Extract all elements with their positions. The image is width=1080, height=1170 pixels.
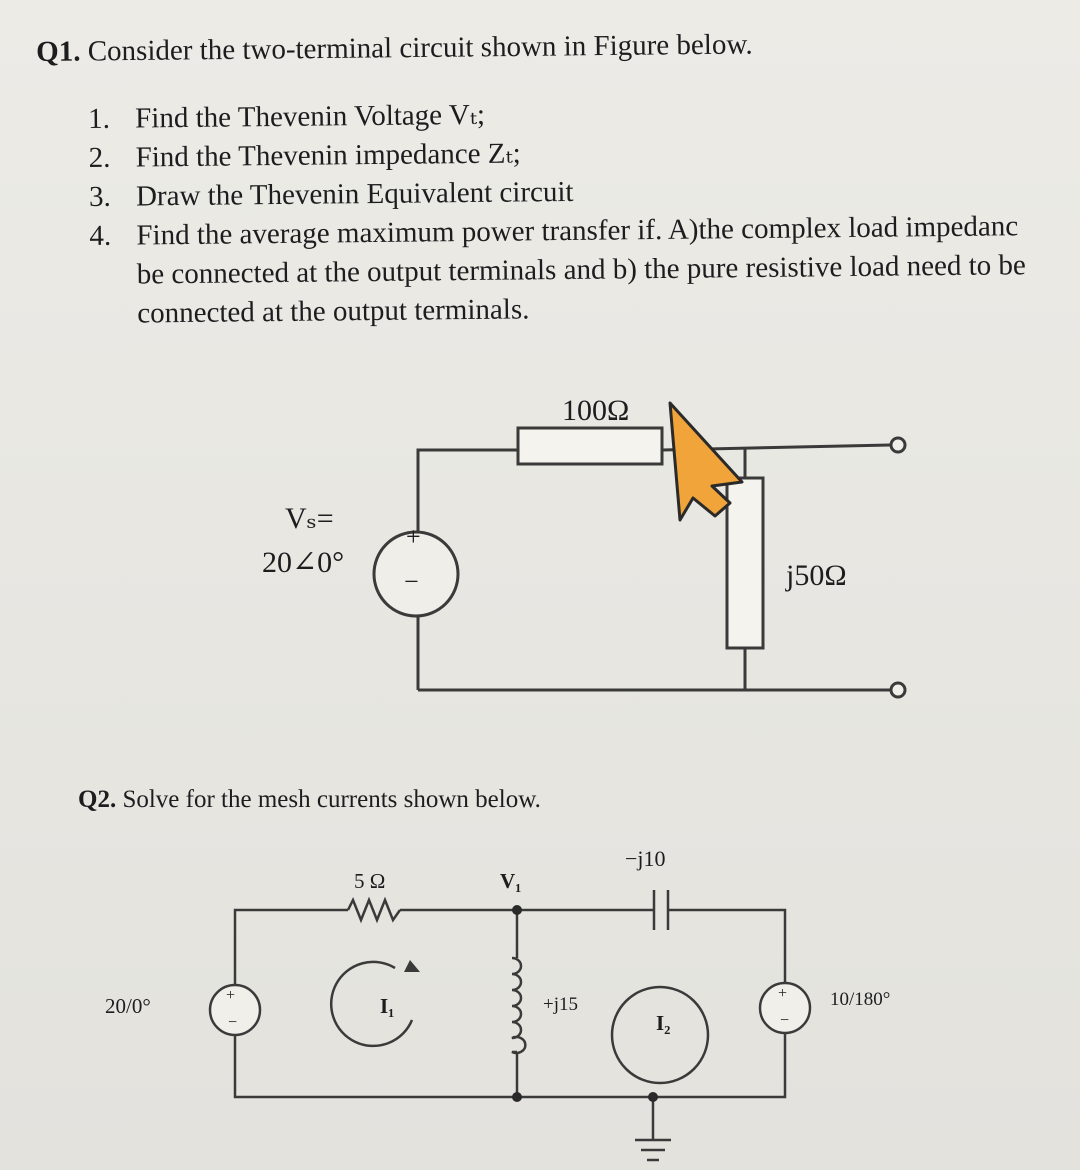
output-terminal-top	[889, 436, 907, 454]
mesh1-arrow-head	[404, 960, 420, 972]
left-source-label: 20/0°	[105, 994, 151, 1018]
mesh1-label: I₁	[380, 994, 394, 1018]
source-minus: −	[404, 567, 419, 596]
wire	[668, 908, 787, 985]
q2-label: Q2.	[78, 786, 117, 813]
resistor-100-ohm	[516, 426, 664, 466]
node-label: V₁	[500, 869, 521, 893]
node-dot	[512, 905, 522, 915]
mesh2-label: I₂	[656, 1011, 670, 1035]
voltage-source	[372, 530, 460, 618]
right-voltage-source	[758, 981, 812, 1035]
mesh2-circle	[610, 985, 710, 1085]
node-dot	[648, 1092, 658, 1102]
inductor-j15	[511, 956, 527, 1055]
resistor-5-ohm	[346, 896, 402, 924]
q2-heading: Q2. Solve for the mesh currents shown be…	[78, 786, 541, 814]
right-source-minus: −	[780, 1012, 789, 1029]
source-label: Vₛ=	[285, 502, 334, 535]
left-voltage-source	[208, 983, 262, 1037]
wire	[233, 908, 348, 985]
mesh1-arrow	[330, 960, 414, 1048]
capacitor-label: −j10	[625, 846, 666, 871]
inductor-label: j50Ω	[785, 559, 847, 592]
source-plus: +	[406, 522, 421, 551]
node-dot	[512, 1092, 522, 1102]
left-source-plus: +	[226, 987, 235, 1004]
inductor-label: +j15	[543, 994, 578, 1015]
right-source-label: 10/180°	[830, 989, 890, 1010]
resistor-label: 100Ω	[562, 394, 629, 427]
output-terminal-bottom	[889, 681, 907, 699]
source-value: 20∠0°	[262, 546, 344, 579]
mouse-cursor-icon	[668, 401, 744, 522]
inductor-j50-ohm	[725, 476, 765, 650]
resistor-label: 5 Ω	[354, 869, 385, 893]
wire	[233, 1030, 787, 1099]
left-source-minus: −	[228, 1014, 237, 1031]
q2-heading-text: Solve for the mesh currents shown below.	[122, 786, 541, 813]
right-source-plus: +	[778, 985, 787, 1002]
wire	[416, 448, 518, 545]
